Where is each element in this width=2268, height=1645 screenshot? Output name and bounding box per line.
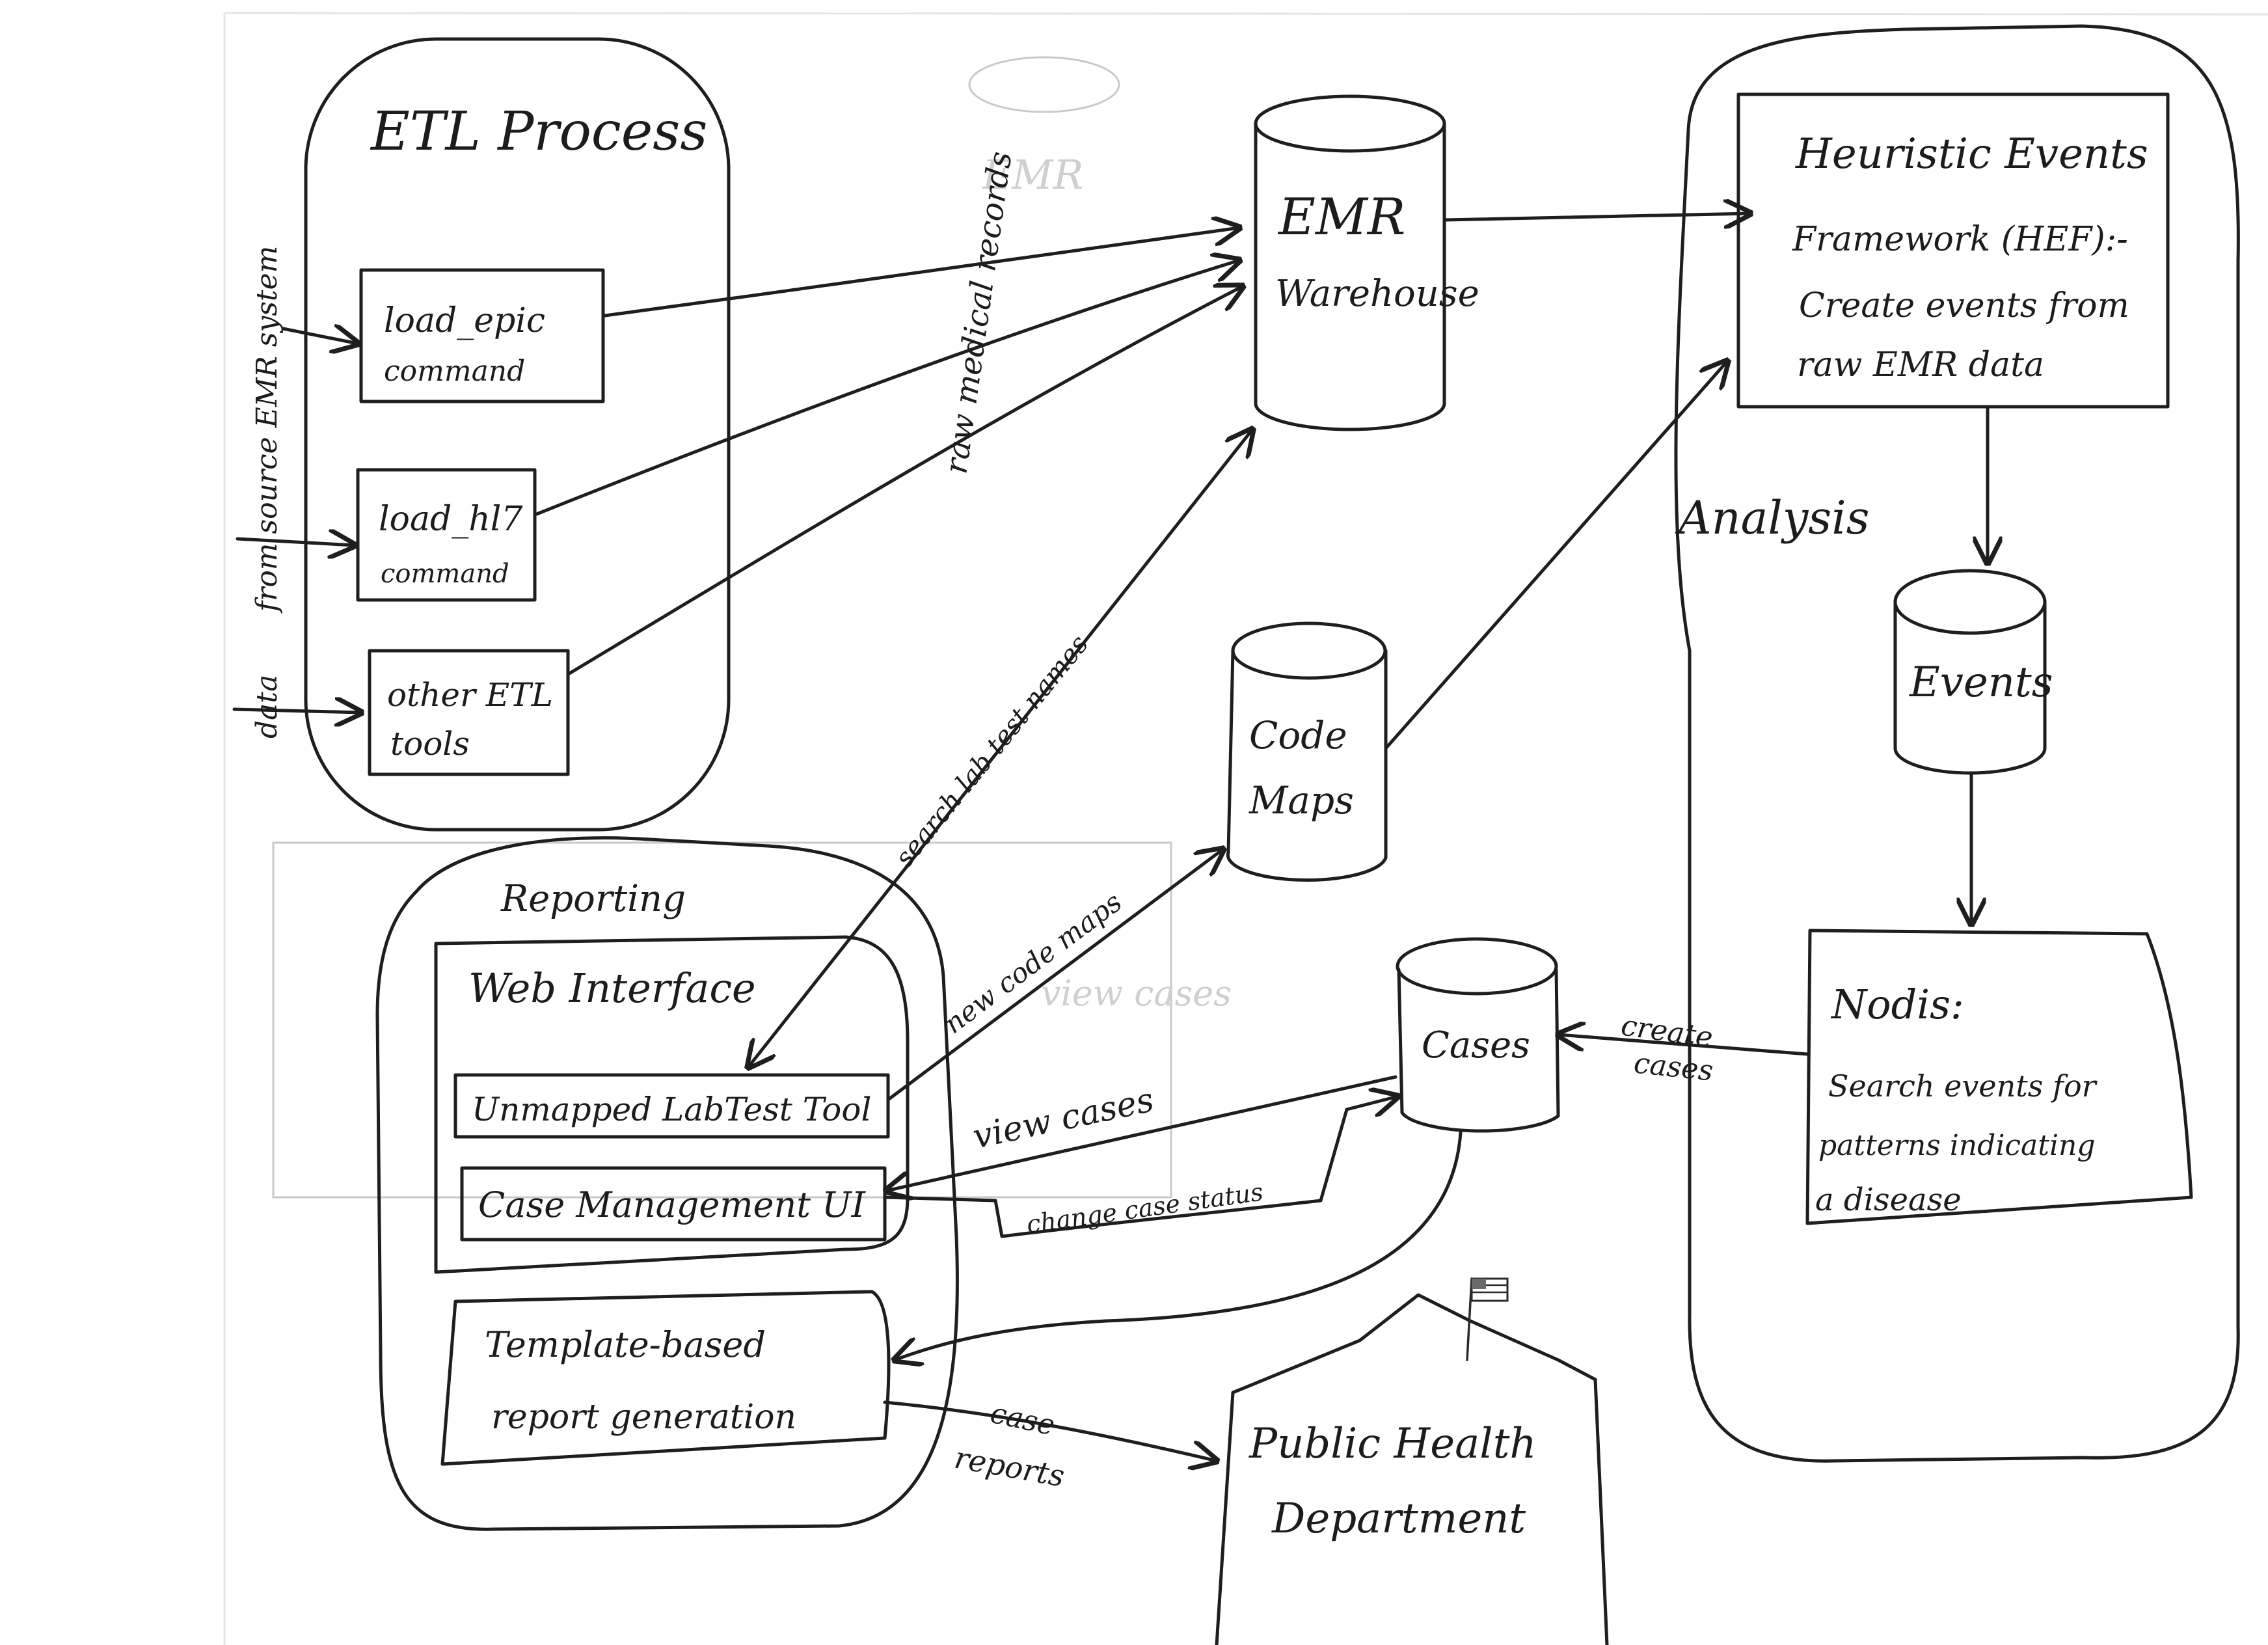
nodis-box — [1805, 929, 2193, 1225]
view-cases-label: view cases — [969, 1080, 1157, 1156]
case-reports-line1: case — [988, 1396, 1058, 1443]
load-epic-line2: command — [384, 355, 525, 388]
code-maps-top — [1231, 621, 1387, 680]
create-cases-line1: create — [1619, 1009, 1714, 1054]
building-outline — [1215, 1293, 1609, 1645]
public-health-line1: Public Health — [1249, 1420, 1537, 1468]
events-body — [1893, 600, 2047, 775]
warehouse-line1: EMR — [1277, 188, 1406, 247]
code-maps-cylinder: Code Maps — [1226, 621, 1388, 882]
source-label-data: data — [250, 675, 284, 739]
load-epic-to-warehouse-arrow — [603, 228, 1239, 318]
analysis-group: Analysis Heuristic Events Framework (HEF… — [1674, 24, 2240, 1463]
hef-line4: raw EMR data — [1797, 346, 2044, 385]
events-label: Events — [1909, 659, 2053, 707]
nodis-line2: patterns indicating — [1818, 1129, 2096, 1162]
events-top — [1893, 569, 2047, 635]
template-line1: Template-based — [485, 1324, 766, 1365]
nodis-to-cases-arrow — [1558, 1035, 1809, 1056]
load-hl7-line2: command — [381, 559, 509, 589]
case-management-ui-label: Case Management UI — [478, 1184, 867, 1225]
etl-process-group: ETL Process load_epic command load_hl7 c… — [304, 37, 731, 832]
source-label-from: from source EMR system — [250, 246, 284, 614]
hef-line2: Framework (HEF):- — [1792, 220, 2128, 259]
change-case-status-label: change case status — [1025, 1177, 1265, 1239]
nodis-line3: a disease — [1815, 1182, 1962, 1218]
reporting-group: Reporting Web Interface Unmapped LabTest… — [375, 836, 959, 1531]
warehouse-to-hef-arrow — [1442, 213, 1750, 220]
other-etl-box — [368, 649, 570, 776]
new-code-maps-arrow — [886, 849, 1223, 1102]
cases-body — [1397, 968, 1560, 1133]
load-epic-line1: load_epic — [384, 301, 545, 340]
public-health-department: Public Health Department — [1215, 1277, 1609, 1645]
other-etl-line2: tools — [390, 725, 470, 763]
warehouse-top — [1254, 94, 1446, 153]
load-hl7-to-warehouse-arrow — [535, 260, 1239, 516]
hef-line1: Heuristic Events — [1795, 130, 2148, 178]
raw-records-label: raw medical records — [938, 149, 1019, 476]
hef-line3: Create events from — [1799, 286, 2129, 325]
erased-cases-text: view cases — [1041, 973, 1232, 1014]
create-cases-line2: cases — [1632, 1046, 1715, 1087]
new-code-maps-label: new code maps — [938, 886, 1128, 1040]
nodis-line1: Search events for — [1828, 1068, 2098, 1104]
search-lab-test-arrow — [748, 429, 1252, 1067]
public-health-line2: Department — [1271, 1495, 1526, 1543]
cases-top — [1396, 937, 1558, 996]
view-cases-arrow — [886, 1075, 1397, 1191]
data-to-other-etl-arrow — [232, 709, 361, 713]
emr-warehouse-cylinder: EMR Warehouse — [1254, 94, 1479, 431]
warehouse-line2: Warehouse — [1275, 273, 1479, 315]
analysis-label: Analysis — [1675, 491, 1870, 545]
reporting-boundary — [375, 836, 959, 1531]
template-report-box[interactable] — [440, 1290, 891, 1466]
case-management-ui-box[interactable] — [460, 1166, 887, 1242]
search-lab-test-label: search lab test names — [889, 629, 1094, 873]
nodis-title: Nodis: — [1830, 981, 1964, 1028]
code-maps-line2: Maps — [1249, 778, 1354, 822]
cases-to-template-arrow — [895, 1130, 1463, 1360]
web-interface-title: Web Interface — [468, 964, 756, 1012]
load-hl7-line1: load_hl7 — [379, 500, 523, 539]
data-to-load-hl7-arrow — [236, 539, 355, 545]
cases-cylinder: Cases — [1396, 937, 1560, 1133]
etl-process-title: ETL Process — [370, 101, 707, 163]
etl-process-boundary — [304, 37, 731, 832]
case-reports-arrow — [883, 1400, 1217, 1461]
erased-emr-text: EMR — [982, 151, 1083, 198]
template-line2: report generation — [491, 1398, 796, 1437]
flag-icon — [1470, 1277, 1509, 1302]
reporting-title: Reporting — [500, 878, 686, 920]
other-etl-line1: other ETL — [387, 676, 553, 714]
code-maps-to-hef-arrow — [1384, 361, 1727, 750]
code-maps-line1: Code — [1249, 713, 1347, 757]
other-etl-to-warehouse-arrow — [567, 286, 1243, 675]
erased-ellipse — [968, 56, 1120, 113]
warehouse-body — [1254, 122, 1446, 431]
data-to-load-epic-arrow — [281, 329, 358, 344]
hef-box — [1736, 92, 2170, 409]
cases-label: Cases — [1422, 1024, 1530, 1067]
change-case-status-arrow — [884, 1096, 1397, 1238]
analysis-boundary — [1674, 24, 2240, 1463]
code-maps-body — [1226, 649, 1388, 882]
unmapped-labtest-tool-label: Unmapped LabTest Tool — [472, 1091, 871, 1128]
case-reports-line2: reports — [952, 1440, 1067, 1494]
unmapped-labtest-tool-box[interactable] — [453, 1073, 890, 1139]
paper-top-edge — [224, 12, 2268, 16]
